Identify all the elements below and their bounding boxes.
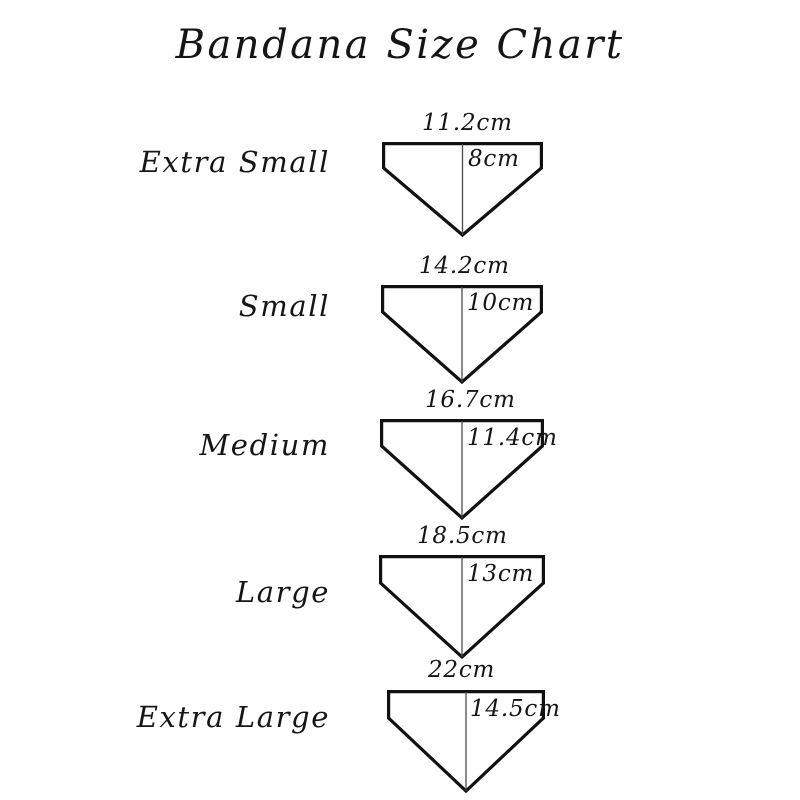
page-title: Bandana Size Chart <box>175 22 625 68</box>
bandana-shape-large <box>379 555 545 660</box>
width-label-medium: 16.7cm <box>425 387 516 413</box>
width-label-extra-large: 22cm <box>428 657 496 683</box>
height-label-medium: 11.4cm <box>467 425 558 451</box>
size-label-extra-large: Extra Large <box>136 700 330 734</box>
width-label-extra-small: 11.2cm <box>422 110 513 136</box>
width-label-large: 18.5cm <box>417 523 508 549</box>
size-label-extra-small: Extra Small <box>139 145 330 179</box>
bandana-shape-medium <box>380 419 544 521</box>
bandana-shape-extra-small <box>382 142 543 238</box>
width-label-small: 14.2cm <box>419 253 510 279</box>
height-label-extra-large: 14.5cm <box>470 696 561 722</box>
bandana-shape-small <box>381 285 543 385</box>
height-label-extra-small: 8cm <box>468 146 520 172</box>
bandana-diagram-medium: 16.7cm 11.4cm <box>380 387 557 521</box>
bandana-diagram-extra-small: 11.2cm 8cm <box>382 110 543 238</box>
bandana-diagram-small: 14.2cm 10cm <box>381 253 543 385</box>
height-label-large: 13cm <box>467 561 535 587</box>
size-label-small: Small <box>238 289 330 323</box>
size-label-medium: Medium <box>199 428 330 462</box>
bandana-diagram-extra-large: 22cm 14.5cm <box>387 657 560 794</box>
size-label-large: Large <box>235 575 330 609</box>
height-label-small: 10cm <box>467 290 535 316</box>
bandana-shape-extra-large <box>387 690 545 794</box>
bandana-diagram-large: 18.5cm 13cm <box>379 523 545 660</box>
